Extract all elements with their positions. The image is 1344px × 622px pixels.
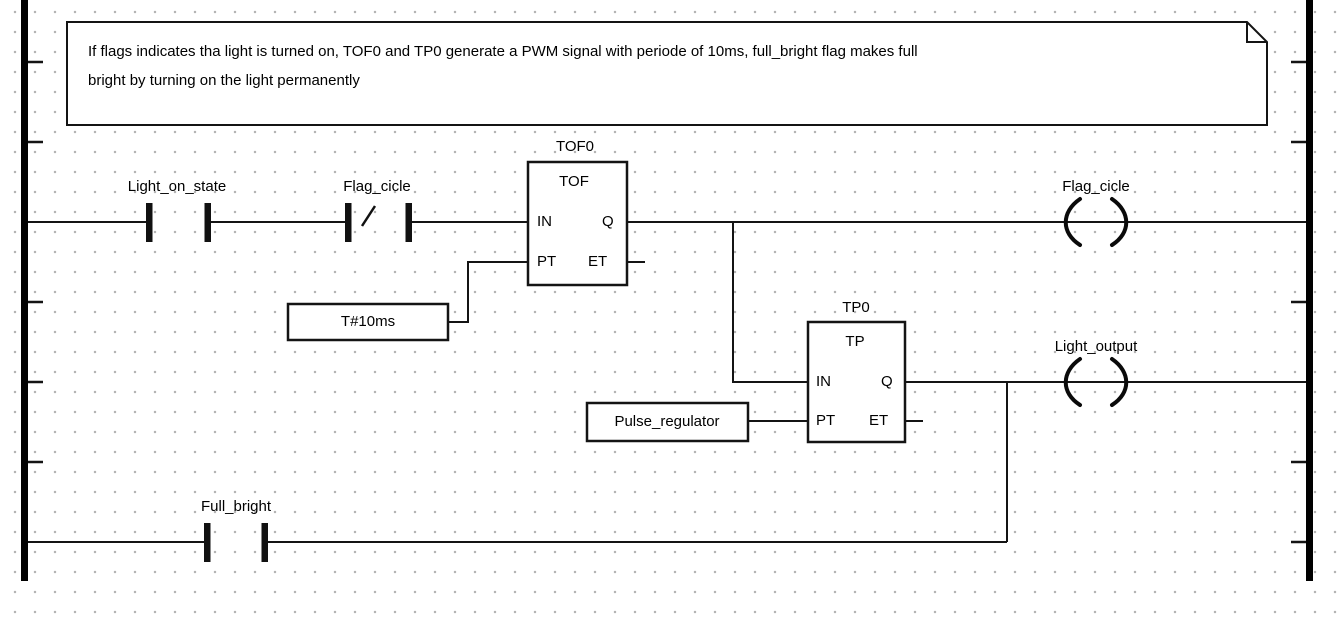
tof0-pin-pt: PT: [537, 253, 557, 270]
pulse-regulator-operand-box[interactable]: [585, 401, 750, 443]
tp0-pin-pt: PT: [816, 412, 836, 429]
power-rail-right: [1306, 0, 1313, 581]
comment-text[interactable]: If flags indicates tha light is turned o…: [88, 37, 918, 95]
coil-paren-left-icon: [1063, 197, 1082, 247]
pulse-regulator-operand-label[interactable]: Pulse_regulator: [614, 413, 720, 430]
tp0-type-label: TP: [845, 333, 865, 350]
comment-box-outline: [66, 21, 1268, 126]
tof0-block[interactable]: [526, 160, 629, 287]
contact-flag-cicle[interactable]: [345, 203, 412, 242]
tp0-block[interactable]: [806, 320, 907, 444]
wires: [28, 221, 1306, 543]
coil-paren-left-icon: [1063, 357, 1082, 407]
contact-label-full-bright[interactable]: Full_bright: [200, 498, 272, 515]
coil-label-light-output[interactable]: Light_output: [1054, 338, 1138, 355]
tp0-pin-et: ET: [869, 412, 889, 429]
tof0-pin-et: ET: [588, 253, 608, 270]
tp0-instance-label[interactable]: TP0: [842, 299, 870, 316]
comment-folded-corner-icon: [1246, 22, 1267, 43]
power-rail-left: [21, 0, 28, 581]
t10ms-operand-label[interactable]: T#10ms: [340, 313, 396, 330]
tp0-pin-q: Q: [881, 373, 893, 390]
coil-paren-right-icon: [1110, 357, 1129, 407]
contact-full-bright[interactable]: [204, 523, 268, 562]
coil-label-flag-cicle[interactable]: Flag_cicle: [1062, 178, 1130, 195]
t10ms-operand-box[interactable]: [286, 302, 450, 342]
comment-line-1: If flags indicates tha light is turned o…: [88, 43, 918, 60]
wire-branch-to-tp-in: [732, 222, 808, 383]
tp0-pin-in: IN: [816, 373, 831, 390]
rail-ticks: [28, 60, 1306, 544]
tof0-pin-q: Q: [602, 213, 614, 230]
coil-flag-cicle[interactable]: [1063, 197, 1129, 247]
coil-light-output[interactable]: [1063, 357, 1129, 407]
tof0-pin-in: IN: [537, 213, 552, 230]
nc-slash-icon: [360, 205, 377, 227]
tof0-instance-label[interactable]: TOF0: [555, 138, 595, 155]
contact-label-flag-cicle[interactable]: Flag_cicle: [343, 178, 411, 195]
contact-label-light-on-state[interactable]: Light_on_state: [127, 178, 227, 195]
wire-t10ms-to-tof-pt: [448, 261, 528, 323]
comment-line-2: bright by turning on the light permanent…: [88, 72, 360, 89]
coil-paren-right-icon: [1110, 197, 1129, 247]
tof0-type-label: TOF: [559, 173, 589, 190]
contact-light-on-state[interactable]: [146, 203, 211, 242]
